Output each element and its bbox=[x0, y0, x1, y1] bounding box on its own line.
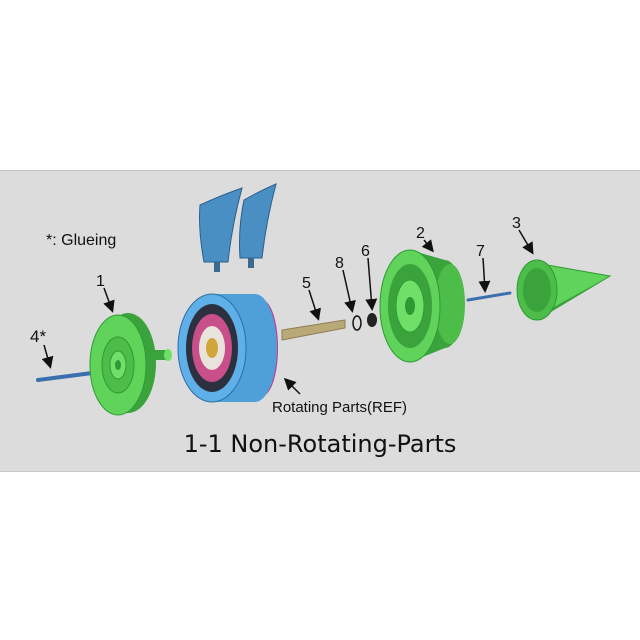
part-4-pin bbox=[36, 370, 102, 382]
rotating-parts-motor bbox=[177, 293, 278, 403]
callout-label-6: 6 bbox=[361, 243, 370, 260]
callout-arrows bbox=[41, 229, 534, 395]
callout-label-5: 5 bbox=[302, 275, 311, 292]
callout-label-2: 2 bbox=[416, 225, 425, 242]
part-2-housing bbox=[379, 249, 465, 363]
part-8-ring bbox=[352, 315, 362, 331]
part-6-nut bbox=[367, 313, 377, 327]
callout-label-4: 4* bbox=[30, 327, 46, 346]
callout-label-1: 1 bbox=[96, 273, 105, 290]
exploded-assembly-diagram: *: Glueing 1 4* 5 8 6 2 7 3 Rotating Par… bbox=[30, 183, 612, 416]
callout-label-8: 8 bbox=[335, 255, 344, 272]
part-3-cone bbox=[516, 259, 612, 321]
part-7-rod bbox=[466, 291, 512, 302]
callout-label-7: 7 bbox=[476, 243, 485, 260]
callout-label-3: 3 bbox=[512, 215, 521, 232]
part-1-flange bbox=[89, 313, 172, 416]
legend-note: *: Glueing bbox=[46, 232, 116, 249]
diagram-title: 1-1 Non-Rotating-Parts bbox=[183, 430, 457, 458]
part-5-shaft bbox=[281, 319, 346, 341]
fan-blades bbox=[199, 183, 277, 272]
callout-label-rotating: Rotating Parts(REF) bbox=[272, 399, 407, 416]
